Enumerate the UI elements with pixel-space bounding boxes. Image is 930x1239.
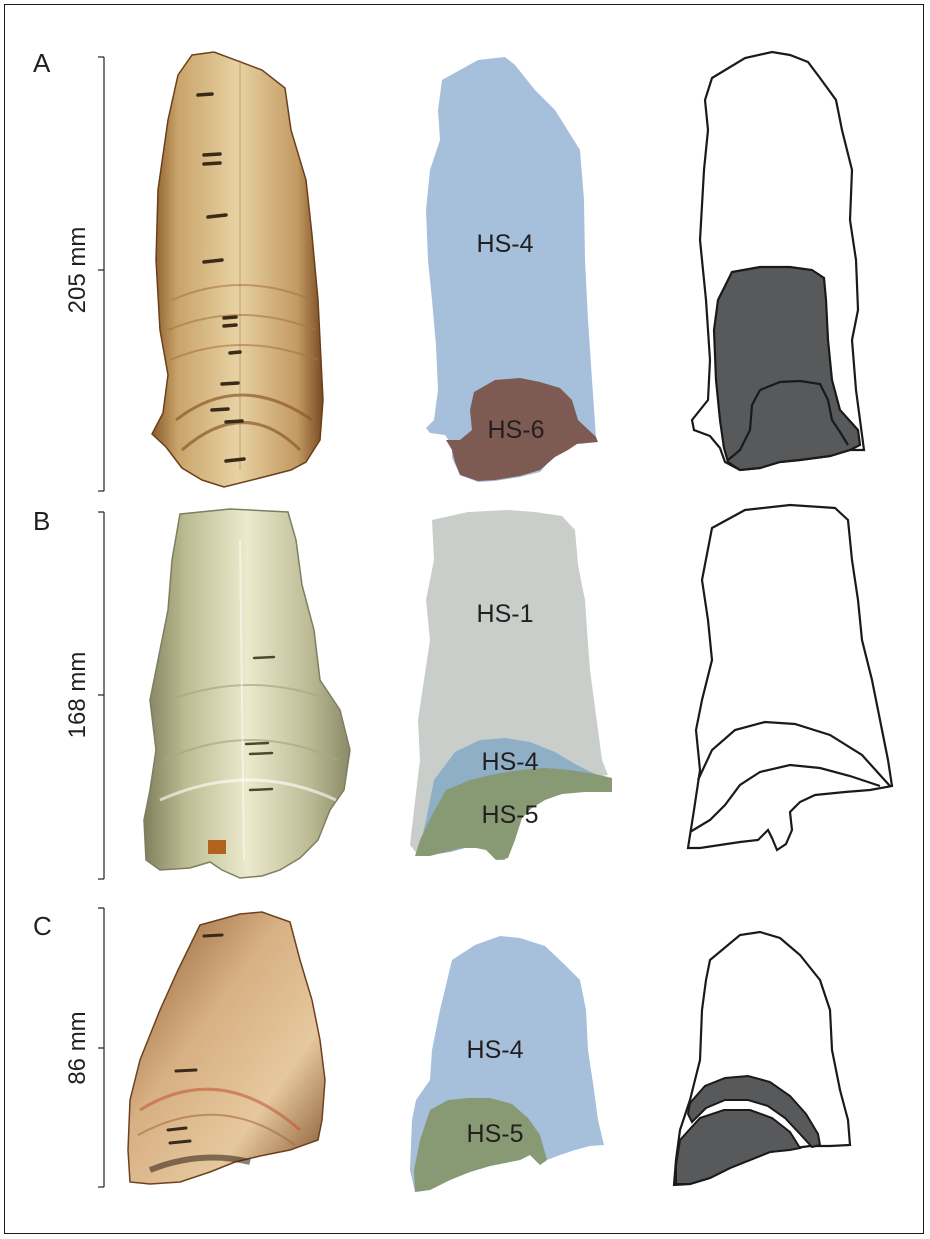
outline-a — [692, 52, 864, 470]
unit-label-b-hs1: HS-1 — [477, 600, 534, 628]
panel-c: C 86 mm HS-4 HS-5 — [33, 908, 850, 1192]
outline-c — [674, 932, 850, 1185]
outline-b — [688, 505, 892, 850]
scale-label-c: 86 mm — [64, 1011, 91, 1084]
scale-bar-b: 168 mm — [64, 512, 104, 879]
unit-map-c: HS-4 HS-5 — [410, 936, 604, 1192]
unit-label-b-hs4: HS-4 — [482, 748, 539, 776]
panel-a: A 205 mm — [33, 48, 864, 491]
panel-letter-c: C — [33, 911, 52, 941]
unit-label-b-hs5: HS-5 — [482, 801, 539, 829]
sample-photo-a — [152, 52, 323, 487]
unit-label-a-hs4: HS-4 — [477, 230, 534, 258]
panel-letter-b: B — [33, 506, 50, 536]
unit-label-c-hs4: HS-4 — [467, 1036, 524, 1064]
scale-label-b: 168 mm — [64, 652, 91, 739]
scale-bar-a: 205 mm — [64, 57, 104, 491]
unit-label-a-hs6: HS-6 — [488, 416, 545, 444]
sample-photo-c — [128, 912, 325, 1184]
scale-label-a: 205 mm — [64, 227, 91, 314]
unit-map-a: HS-4 HS-6 — [426, 57, 598, 482]
panel-b: B 168 mm HS-1 — [33, 505, 892, 879]
sample-photo-b — [144, 509, 350, 878]
unit-map-b: HS-1 HS-4 HS-5 — [410, 510, 612, 860]
panel-letter-a: A — [33, 48, 51, 78]
unit-label-c-hs5: HS-5 — [467, 1120, 524, 1148]
scale-bar-c: 86 mm — [64, 908, 104, 1187]
